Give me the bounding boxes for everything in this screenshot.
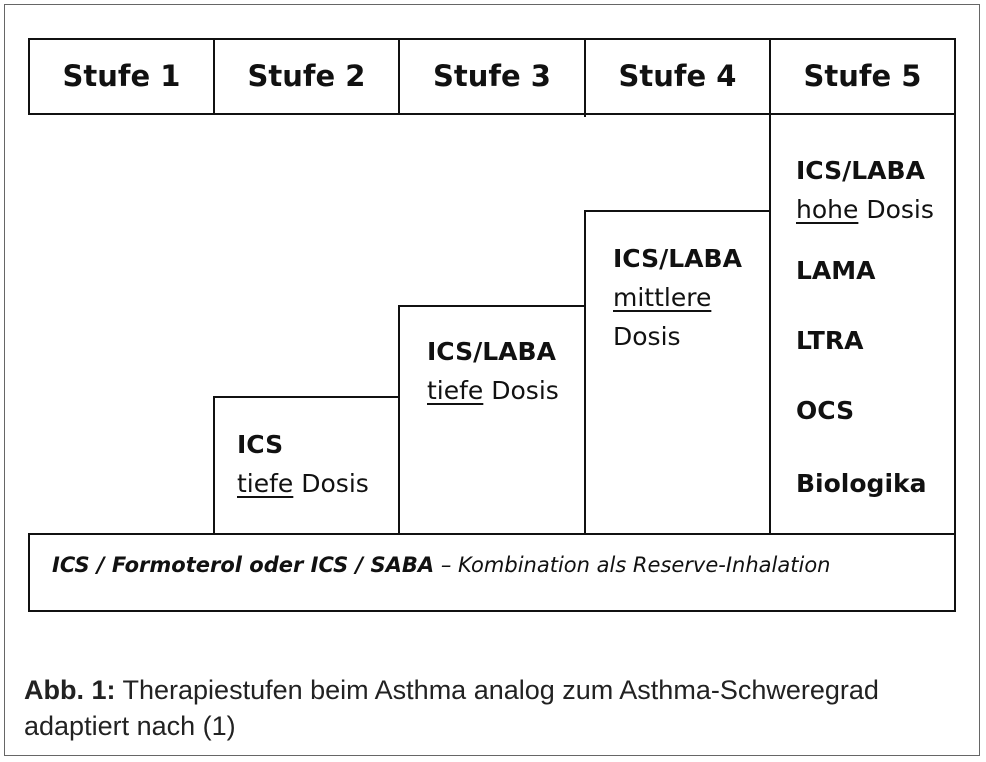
header-divider-1 [213, 38, 215, 115]
step3-drug: ICS/LABA [427, 337, 556, 366]
step2-left [213, 396, 215, 535]
step4-content: ICS/LABA mittlere Dosis [613, 239, 742, 356]
step5-item-ltra: LTRA [796, 326, 864, 355]
header-bottom-border [28, 113, 956, 115]
step5-dose-label: Dosis [858, 195, 934, 224]
header-step-1: Stufe 1 [62, 59, 181, 93]
step4-dose-level: mittlere [613, 283, 712, 312]
header-step-3: Stufe 3 [433, 59, 551, 93]
step4-dose-label: Dosis [613, 322, 681, 351]
step5-drug: ICS/LABA [796, 156, 925, 185]
reserve-text: ICS / Formoterol oder ICS / SABA – Kombi… [52, 553, 942, 577]
step5-item-lama: LAMA [796, 256, 876, 285]
step5-item-biologika: Biologika [796, 469, 927, 498]
step5-dose-level: hohe [796, 195, 859, 224]
figure-frame [4, 4, 980, 756]
header-top-border [28, 38, 956, 40]
caption-label: Abb. 1: [24, 675, 116, 705]
step4-left [584, 210, 586, 535]
reserve-right [954, 533, 956, 612]
reserve-combination: ICS / Formoterol oder ICS / SABA [52, 553, 435, 577]
step4-drug: ICS/LABA [613, 244, 742, 273]
step4-top [584, 210, 771, 212]
header-divider-3 [584, 38, 586, 117]
step5-content: ICS/LABA hohe Dosis [796, 151, 934, 229]
step2-dose-label: Dosis [293, 469, 369, 498]
step2-top [213, 396, 400, 398]
caption-text: Therapiestufen beim Asthma analog zum As… [24, 675, 879, 741]
step5-right [954, 113, 956, 535]
reserve-bottom [28, 610, 956, 612]
reserve-left [28, 533, 30, 612]
step2-dose-level: tiefe [237, 469, 294, 498]
step2-content: ICS tiefe Dosis [237, 425, 369, 503]
step2-drug: ICS [237, 430, 284, 459]
step3-content: ICS/LABA tiefe Dosis [427, 332, 559, 410]
step5-item-ocs: OCS [796, 396, 855, 425]
step3-dose-label: Dosis [483, 376, 559, 405]
reserve-top [28, 533, 956, 535]
step3-top [398, 305, 586, 307]
reserve-description: – Kombination als Reserve-Inhalation [434, 553, 831, 577]
header-step-4: Stufe 4 [618, 59, 737, 93]
header-right-border [954, 38, 956, 115]
step3-left [398, 305, 400, 535]
header-left-border [28, 38, 30, 115]
header-step-5: Stufe 5 [803, 59, 922, 93]
step5-left [769, 113, 771, 535]
header-divider-4 [769, 38, 771, 115]
header-divider-2 [398, 38, 400, 115]
step3-dose-level: tiefe [427, 376, 484, 405]
figure-caption: Abb. 1: Therapiestufen beim Asthma analo… [24, 672, 924, 744]
header-step-2: Stufe 2 [247, 59, 366, 93]
